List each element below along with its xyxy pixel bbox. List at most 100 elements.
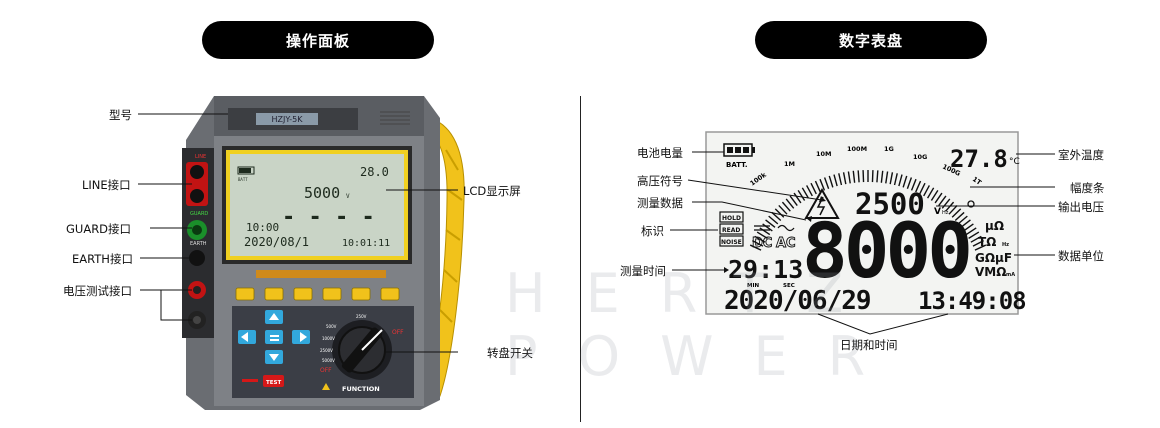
bar-tick [771, 211, 782, 222]
jack-line-label: LINE [195, 154, 206, 160]
svg-text:V: V [934, 207, 941, 217]
svg-text:SEC: SEC [783, 283, 795, 289]
bar-tick [930, 189, 939, 201]
bar-tick [934, 192, 943, 204]
svg-text:10:01:11: 10:01:11 [342, 238, 390, 249]
svg-text:TΩ: TΩ [978, 235, 996, 249]
bar-tick [880, 170, 884, 183]
bar-tick [910, 178, 917, 191]
label-line: LINE接口 [82, 178, 131, 192]
bar-tick [965, 227, 977, 236]
bar-tick [951, 208, 962, 218]
bar-tick [842, 172, 847, 185]
svg-text:2020/06/29: 2020/06/29 [724, 286, 871, 316]
bar-tick [885, 171, 889, 184]
label-battery: 电池电量 [637, 146, 683, 160]
bar-tick [960, 219, 971, 228]
bar-tick [938, 195, 947, 206]
bar-tick [852, 170, 856, 183]
bar-graph-arc [749, 170, 987, 251]
svg-text:BATT.: BATT. [726, 161, 748, 169]
panel-divider [580, 96, 581, 422]
label-hv-symbol: 高压符号 [637, 174, 683, 188]
label-voltage-test: 电压测试接口 [63, 284, 132, 298]
jack-guard-label: GUARD [190, 211, 208, 217]
bar-tick [756, 231, 768, 239]
svg-text:5000: 5000 [304, 184, 340, 202]
bar-tick [970, 235, 982, 243]
svg-text:BATT: BATT [238, 177, 248, 182]
bar-tick [828, 175, 834, 188]
bar-tick [833, 174, 838, 187]
svg-text:Hz: Hz [942, 210, 949, 216]
bar-tick [806, 185, 813, 197]
svg-text:28.0: 28.0 [360, 165, 389, 179]
svg-text:1M: 1M [784, 160, 795, 168]
bar-tick [793, 192, 802, 204]
bar-tick [857, 170, 860, 183]
label-measure-data: 测量数据 [637, 196, 683, 210]
svg-text:Hz: Hz [1002, 242, 1009, 248]
svg-text:100M: 100M [847, 145, 867, 153]
label-guard: GUARD接口 [66, 222, 132, 236]
bar-tick [801, 187, 810, 199]
bar-tick [948, 204, 958, 215]
label-datetime: 日期和时间 [840, 338, 898, 352]
label-room-temp: 室外温度 [1058, 148, 1104, 162]
svg-text:DC: DC [752, 236, 772, 251]
svg-text:2020/08/1: 2020/08/1 [244, 235, 309, 249]
svg-text:READ: READ [722, 227, 740, 234]
label-lcd: LCD显示屏 [463, 184, 521, 198]
svg-text:2500: 2500 [855, 187, 925, 221]
bar-tick [778, 204, 788, 215]
bar-tick [823, 177, 830, 190]
bar-tick [754, 235, 766, 243]
model-badge: HZJY-5K [271, 115, 303, 124]
bar-tick [810, 182, 817, 195]
bar-tick [789, 195, 798, 206]
bar-tick [768, 215, 779, 225]
bar-tick [906, 177, 913, 190]
bar-tick [926, 187, 935, 199]
bar-tick [972, 240, 984, 247]
bar-tick [752, 240, 764, 247]
right-panel-title: 数字表盘 [755, 21, 987, 59]
svg-text:2500V: 2500V [320, 348, 333, 353]
bar-tick [898, 174, 903, 187]
label-dial: 转盘开关 [487, 346, 533, 360]
svg-text:29:13: 29:13 [728, 255, 803, 284]
bar-tick [968, 231, 980, 239]
bar-tick [749, 244, 762, 251]
bar-tick [785, 198, 795, 209]
svg-text:MIN: MIN [747, 283, 760, 289]
bar-tick [893, 173, 898, 186]
label-output-voltage: 输出电压 [1058, 200, 1104, 214]
bar-tick [876, 170, 879, 183]
bar-tick [902, 175, 908, 188]
bar-tick [963, 223, 974, 232]
bar-tick [941, 198, 951, 209]
svg-text:1G: 1G [884, 145, 894, 153]
bar-tick [945, 201, 955, 212]
svg-text:OFF: OFF [392, 329, 404, 336]
svg-text:mA: mA [1006, 272, 1015, 278]
bar-tick [923, 185, 930, 197]
bar-tick [819, 178, 826, 191]
svg-text:- - - -: - - - - [282, 205, 375, 230]
bar-tick [781, 201, 791, 212]
watermark-brand: HERTZ POWER [505, 262, 906, 388]
bar-tick [774, 208, 785, 218]
label-model: 型号 [109, 108, 132, 122]
svg-text:13:49:08: 13:49:08 [918, 287, 1026, 315]
svg-text:10:00: 10:00 [246, 221, 279, 234]
svg-text:VMΩ: VMΩ [975, 265, 1006, 279]
label-measure-time: 测量时间 [620, 264, 666, 278]
bar-tick [765, 219, 776, 228]
bar-tick [954, 211, 965, 222]
bar-tick [797, 189, 806, 201]
bar-tick [915, 180, 922, 193]
jack-earth-label: EARTH [190, 241, 207, 247]
svg-text:HOLD: HOLD [722, 215, 741, 222]
label-data-unit: 数据单位 [1058, 249, 1104, 263]
